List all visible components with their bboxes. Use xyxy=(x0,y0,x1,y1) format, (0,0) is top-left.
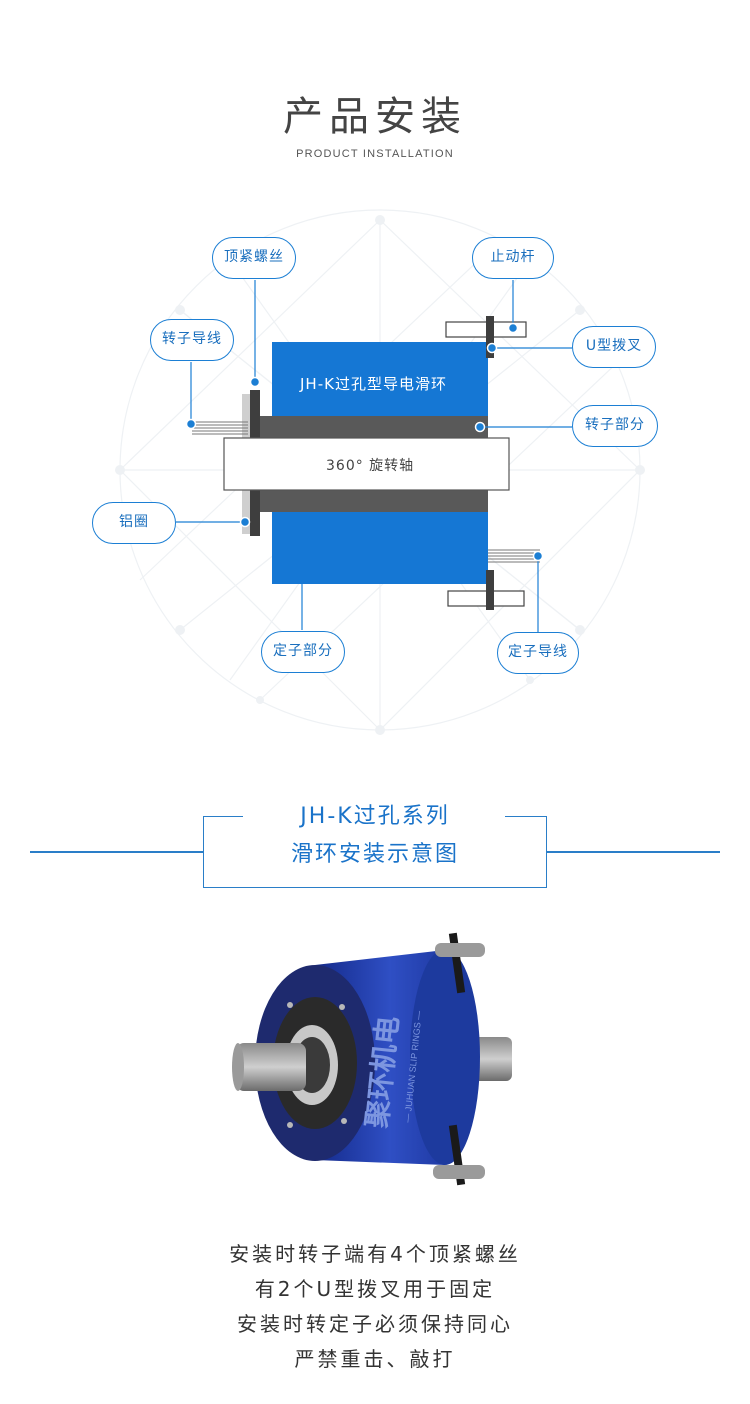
shaft-label: 360° 旋转轴 xyxy=(326,458,415,474)
callout-stator-part: 定子部分 xyxy=(261,631,345,673)
u-fork-lower xyxy=(486,570,494,610)
callout-u-fork: U型拨叉 xyxy=(572,326,656,368)
dot-set-screw xyxy=(249,376,261,388)
stator-wires xyxy=(488,549,540,563)
slip-ring-body-label: JH-K过孔型导电滑环 xyxy=(300,375,447,393)
aluminum-ring-upper xyxy=(242,394,250,438)
dot-aluminum-ring xyxy=(239,516,251,528)
product-illustration: 聚环机电 — JUHUAN SLIP RINGS — xyxy=(232,932,512,1186)
aluminum-ring-lower xyxy=(242,490,250,534)
callout-set-screw: 顶紧螺丝 xyxy=(212,237,296,279)
rotor-sleeve-lower xyxy=(248,490,488,512)
series-line-left xyxy=(30,851,203,853)
series-title-line1: JH-K过孔系列 xyxy=(300,804,450,829)
callout-rotor-part: 转子部分 xyxy=(572,405,658,447)
rotor-sleeve-upper xyxy=(248,416,488,438)
callout-rotor-wire: 转子导线 xyxy=(150,319,234,361)
rotor-wires xyxy=(192,421,248,435)
rotary-shaft xyxy=(223,437,510,491)
description-line-2: 有2个U型拨叉用于固定 xyxy=(254,1277,496,1301)
callout-stator-wire: 定子导线 xyxy=(497,632,579,674)
page-title: 产品安装 xyxy=(283,94,467,140)
shaft-right xyxy=(470,1037,512,1081)
series-title-line2: 滑环安装示意图 xyxy=(290,842,459,867)
u-fork-upper xyxy=(486,316,494,358)
description-line-4: 严禁重击、敲打 xyxy=(294,1347,456,1371)
dot-u-fork xyxy=(486,342,498,354)
callout-stopper-rod: 止动杆 xyxy=(472,237,554,279)
page-subtitle: PRODUCT INSTALLATION xyxy=(296,148,454,160)
description-line-3: 安装时转定子必须保持同心 xyxy=(237,1312,513,1336)
installation-diagram xyxy=(176,280,572,632)
series-line-right xyxy=(547,851,720,853)
dot-stator-wire xyxy=(532,550,544,562)
shaft-left xyxy=(236,1043,306,1091)
stator-body-upper xyxy=(272,342,488,416)
dot-rotor-part xyxy=(474,421,486,433)
stator-body-lower xyxy=(272,512,488,584)
description-line-1: 安装时转子端有4个顶紧螺丝 xyxy=(229,1242,521,1266)
dot-stopper-rod xyxy=(507,322,519,334)
callout-aluminum-ring: 铝圈 xyxy=(92,502,176,544)
dot-rotor-wire xyxy=(185,418,197,430)
